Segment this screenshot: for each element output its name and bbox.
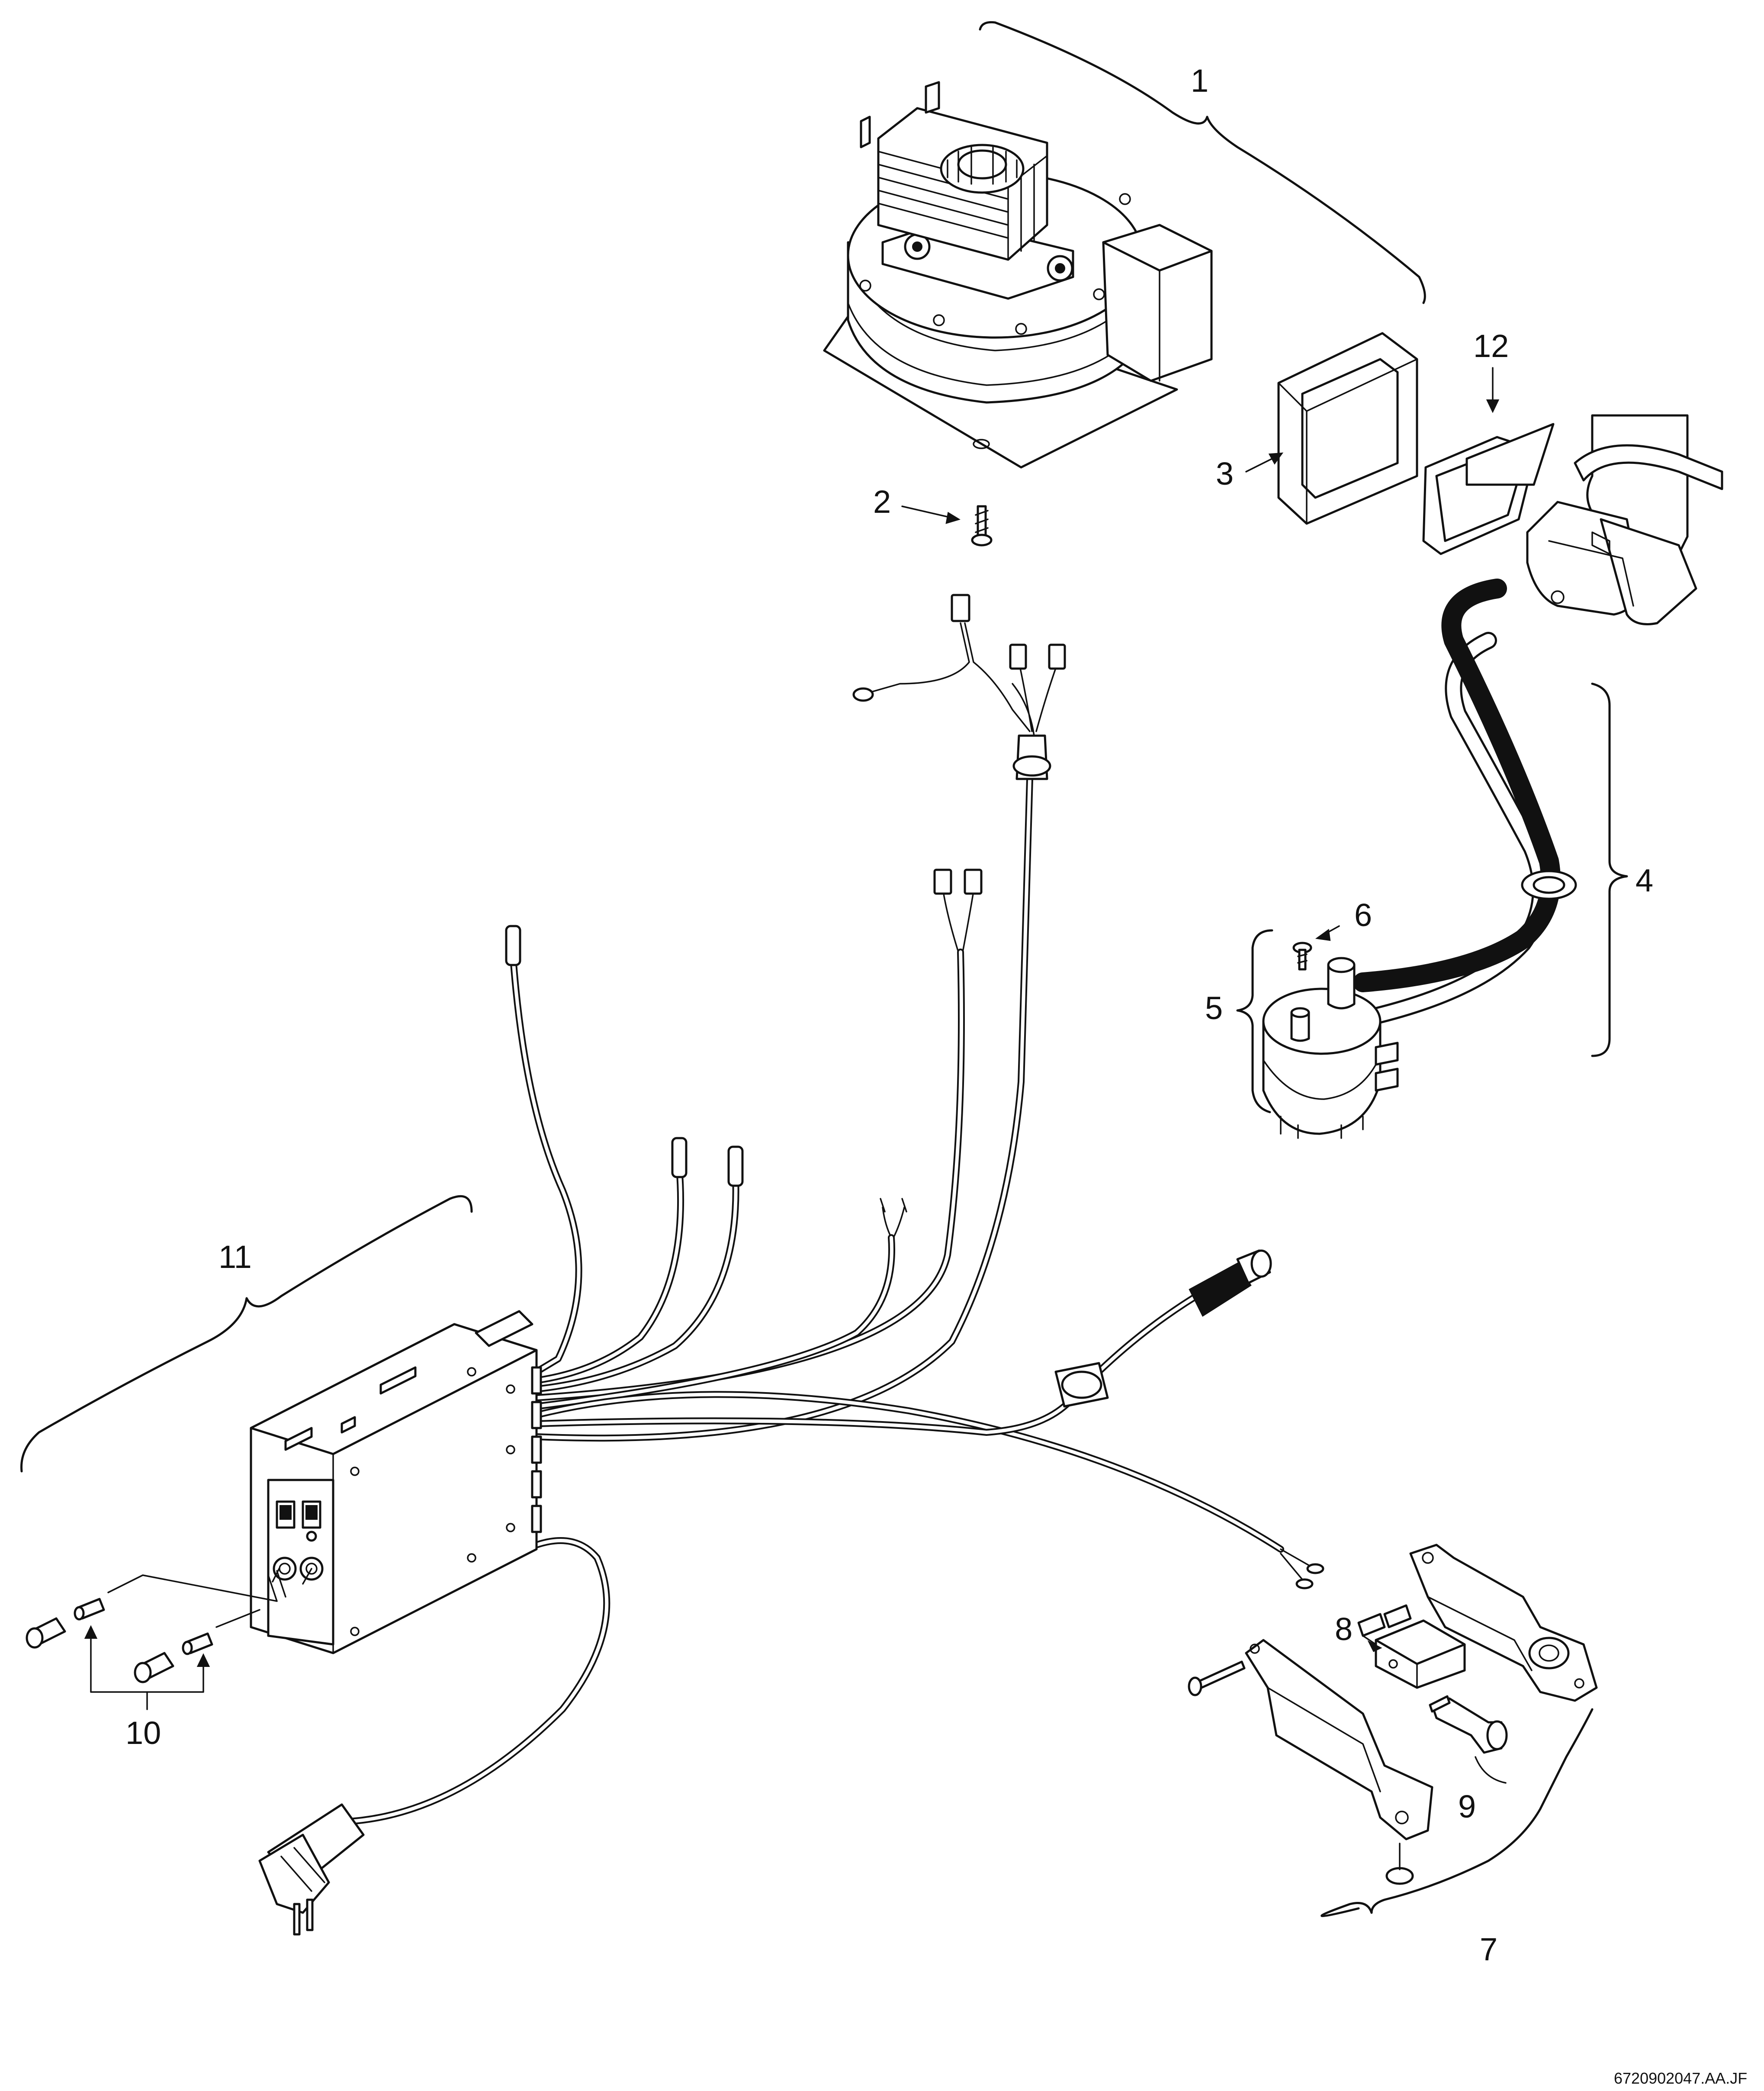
callout-lever: 9: [1458, 1789, 1476, 1824]
microswitch: [1357, 1604, 1466, 1689]
mains-plug: [258, 1803, 365, 1936]
bracket-hoses: [1591, 682, 1628, 1057]
document-code: 6720902047.AA.JF: [1614, 2069, 1747, 2087]
holder-assembly: [1188, 1544, 1598, 1885]
callout-pressure-switch: 5: [1205, 990, 1223, 1026]
fuse-guide-lines: [107, 1570, 286, 1628]
callout-holder-assembly: 7: [1480, 1931, 1497, 1967]
pressure-switch: [1262, 957, 1399, 1139]
hoses: [1353, 579, 1577, 1026]
switch-screw: [1292, 942, 1312, 971]
callout-fan: 1: [1191, 63, 1208, 99]
bracket-lever: [1475, 1756, 1507, 1784]
callout-microswitch: 8: [1335, 1611, 1353, 1647]
cable-harness: [338, 594, 1324, 1825]
flap: [1422, 423, 1555, 555]
callout-flap: 12: [1473, 328, 1509, 364]
bracket-control-box: [20, 1195, 473, 1473]
fuses: [26, 1598, 213, 1683]
callout-fuses: 10: [125, 1715, 161, 1751]
bracket-pressure-switch: [1236, 929, 1273, 1113]
callout-hoses: 4: [1635, 862, 1653, 898]
callout-fan-screw: 2: [873, 484, 891, 520]
bracket-holder-assembly: [1370, 1708, 1594, 1914]
gasket: [1277, 332, 1418, 525]
lever: [1429, 1695, 1508, 1754]
flue-elbow: [1526, 414, 1723, 625]
control-box: [250, 1310, 542, 1654]
bracket-fan: [979, 21, 1426, 304]
callout-control-box: 11: [218, 1239, 252, 1275]
leader-microswitch: [1362, 1635, 1377, 1645]
callout-switch-screw: 6: [1354, 897, 1372, 933]
callout-gasket: 3: [1216, 456, 1234, 492]
fan-screw: [971, 505, 993, 547]
fan-assembly: [823, 81, 1213, 469]
